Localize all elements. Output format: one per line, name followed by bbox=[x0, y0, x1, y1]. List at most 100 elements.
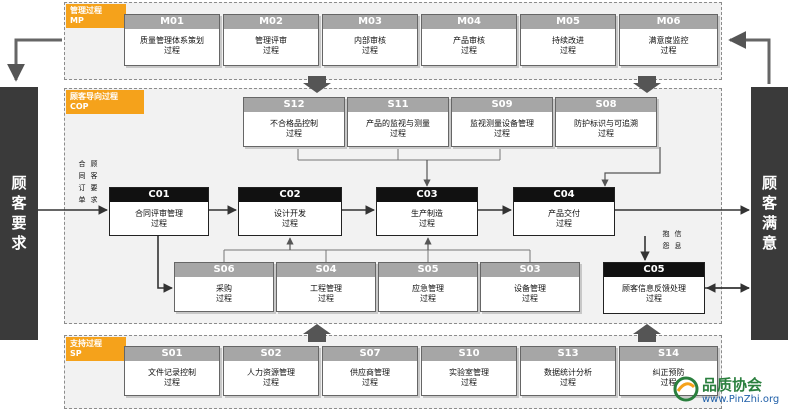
management-tag-title: 管理过程 bbox=[70, 6, 102, 15]
process-card-c05[interactable]: C05 顾客信息反馈处理过程 bbox=[603, 262, 705, 314]
process-suffix: 过程 bbox=[164, 46, 180, 55]
process-suffix: 过程 bbox=[560, 378, 576, 387]
process-suffix: 过程 bbox=[646, 294, 662, 303]
process-suffix: 过程 bbox=[164, 378, 180, 387]
process-name: 合同评审管理 bbox=[135, 209, 183, 218]
customer-oriented-tag-title: 顾客导向过程 bbox=[70, 92, 118, 101]
customer-requirements-bar: 顾 客 要 求 bbox=[0, 87, 38, 340]
watermark-url: www.PinZhi.org bbox=[702, 394, 780, 405]
process-name: 供应商管理 bbox=[350, 368, 390, 377]
process-name: 产品的监视与测量 bbox=[366, 119, 430, 128]
process-name: 人力资源管理 bbox=[247, 368, 295, 377]
process-code: C01 bbox=[110, 188, 208, 202]
process-suffix: 过程 bbox=[522, 294, 538, 303]
process-card-m01[interactable]: M01 质量管理体系策划过程 bbox=[124, 14, 220, 66]
process-name: 数据统计分析 bbox=[544, 368, 592, 377]
process-card-c03[interactable]: C03 生产制造过程 bbox=[376, 187, 478, 236]
process-suffix: 过程 bbox=[419, 219, 435, 228]
feedback-label-info: 信息 bbox=[674, 230, 682, 250]
support-tag-code: SP bbox=[70, 349, 82, 358]
process-name: 实验室管理 bbox=[449, 368, 489, 377]
process-suffix: 过程 bbox=[660, 378, 677, 387]
customer-oriented-tag-code: COP bbox=[70, 102, 89, 111]
process-code: S08 bbox=[556, 98, 656, 112]
process-suffix: 过程 bbox=[216, 294, 232, 303]
process-suffix: 过程 bbox=[362, 378, 378, 387]
process-name: 纠正预防 bbox=[652, 368, 685, 377]
process-name: 满意度监控 bbox=[648, 36, 689, 45]
process-code: C05 bbox=[604, 263, 704, 277]
process-name: 持续改进 bbox=[552, 36, 584, 45]
process-code: M05 bbox=[521, 15, 615, 29]
process-name: 不合格品控制 bbox=[270, 119, 318, 128]
process-code: C04 bbox=[514, 188, 614, 202]
process-card-m02[interactable]: M02 管理评审过程 bbox=[223, 14, 319, 66]
process-code: C02 bbox=[239, 188, 341, 202]
process-code: S12 bbox=[244, 98, 344, 112]
process-code: S06 bbox=[175, 263, 273, 277]
process-name: 产品交付 bbox=[548, 209, 580, 218]
process-suffix: 过程 bbox=[461, 378, 477, 387]
process-card-s14[interactable]: S14 纠正预防过程 bbox=[619, 346, 718, 396]
process-card-s02[interactable]: S02 人力资源管理过程 bbox=[223, 346, 319, 396]
process-card-s07[interactable]: S07 供应商管理过程 bbox=[322, 346, 418, 396]
process-card-c01[interactable]: C01 合同评审管理过程 bbox=[109, 187, 209, 236]
watermark-logo-icon bbox=[673, 376, 699, 402]
process-code: C03 bbox=[377, 188, 477, 202]
process-suffix: 过程 bbox=[461, 46, 477, 55]
process-card-s13[interactable]: S13 数据统计分析过程 bbox=[520, 346, 616, 396]
process-code: S05 bbox=[379, 263, 477, 277]
process-code: S04 bbox=[277, 263, 375, 277]
process-code: S13 bbox=[521, 347, 615, 361]
process-card-c02[interactable]: C02 设计开发过程 bbox=[238, 187, 342, 236]
process-card-s10[interactable]: S10 实验室管理过程 bbox=[421, 346, 517, 396]
process-code: S10 bbox=[422, 347, 516, 361]
process-suffix: 过程 bbox=[282, 219, 298, 228]
management-tag: 管理过程 MP bbox=[66, 4, 126, 28]
process-card-s01[interactable]: S01 文件记录控制过程 bbox=[124, 346, 220, 396]
process-name: 防护标识与可追溯 bbox=[574, 119, 638, 128]
process-card-m04[interactable]: M04 产品审核过程 bbox=[421, 14, 517, 66]
process-card-s05[interactable]: S05 应急管理过程 bbox=[378, 262, 478, 312]
process-card-s06[interactable]: S06 采购过程 bbox=[174, 262, 274, 312]
process-code: M01 bbox=[125, 15, 219, 29]
process-code: S11 bbox=[348, 98, 448, 112]
input-label-requirements: 顾客要求 bbox=[90, 160, 98, 204]
process-name: 监视测量设备管理 bbox=[470, 119, 534, 128]
process-card-m05[interactable]: M05 持续改进过程 bbox=[520, 14, 616, 66]
feedback-label-complaint: 抱怨 bbox=[662, 230, 670, 250]
process-suffix: 过程 bbox=[263, 378, 279, 387]
process-name: 工程管理 bbox=[310, 284, 342, 293]
process-card-s04[interactable]: S04 工程管理过程 bbox=[276, 262, 376, 312]
process-suffix: 过程 bbox=[151, 219, 167, 228]
management-tag-code: MP bbox=[70, 16, 84, 25]
process-suffix: 过程 bbox=[494, 129, 510, 138]
process-suffix: 过程 bbox=[560, 46, 576, 55]
process-code: S01 bbox=[125, 347, 219, 361]
process-code: S07 bbox=[323, 347, 417, 361]
process-name: 生产制造 bbox=[411, 209, 443, 218]
process-suffix: 过程 bbox=[286, 129, 302, 138]
process-name: 采购 bbox=[216, 284, 232, 293]
process-code: M03 bbox=[323, 15, 417, 29]
process-code: S09 bbox=[452, 98, 552, 112]
support-tag: 支持过程 SP bbox=[66, 337, 126, 361]
support-tag-title: 支持过程 bbox=[70, 339, 102, 348]
process-card-s08[interactable]: S08 防护标识与可追溯过程 bbox=[555, 97, 657, 147]
process-card-m03[interactable]: M03 内部审核过程 bbox=[322, 14, 418, 66]
process-suffix: 过程 bbox=[660, 46, 677, 55]
watermark-title: 品质协会 bbox=[702, 376, 763, 394]
process-card-m06[interactable]: M06 满意度监控过程 bbox=[619, 14, 718, 66]
process-card-s09[interactable]: S09 监视测量设备管理过程 bbox=[451, 97, 553, 147]
process-code: S14 bbox=[620, 347, 717, 361]
process-name: 文件记录控制 bbox=[148, 368, 196, 377]
process-name: 顾客信息反馈处理 bbox=[622, 284, 686, 293]
process-card-c04[interactable]: C04 产品交付过程 bbox=[513, 187, 615, 236]
process-card-s11[interactable]: S11 产品的监视与测量过程 bbox=[347, 97, 449, 147]
process-code: M04 bbox=[422, 15, 516, 29]
process-name: 内部审核 bbox=[354, 36, 386, 45]
process-card-s03[interactable]: S03 设备管理过程 bbox=[480, 262, 580, 312]
process-card-s12[interactable]: S12 不合格品控制过程 bbox=[243, 97, 345, 147]
process-suffix: 过程 bbox=[420, 294, 436, 303]
